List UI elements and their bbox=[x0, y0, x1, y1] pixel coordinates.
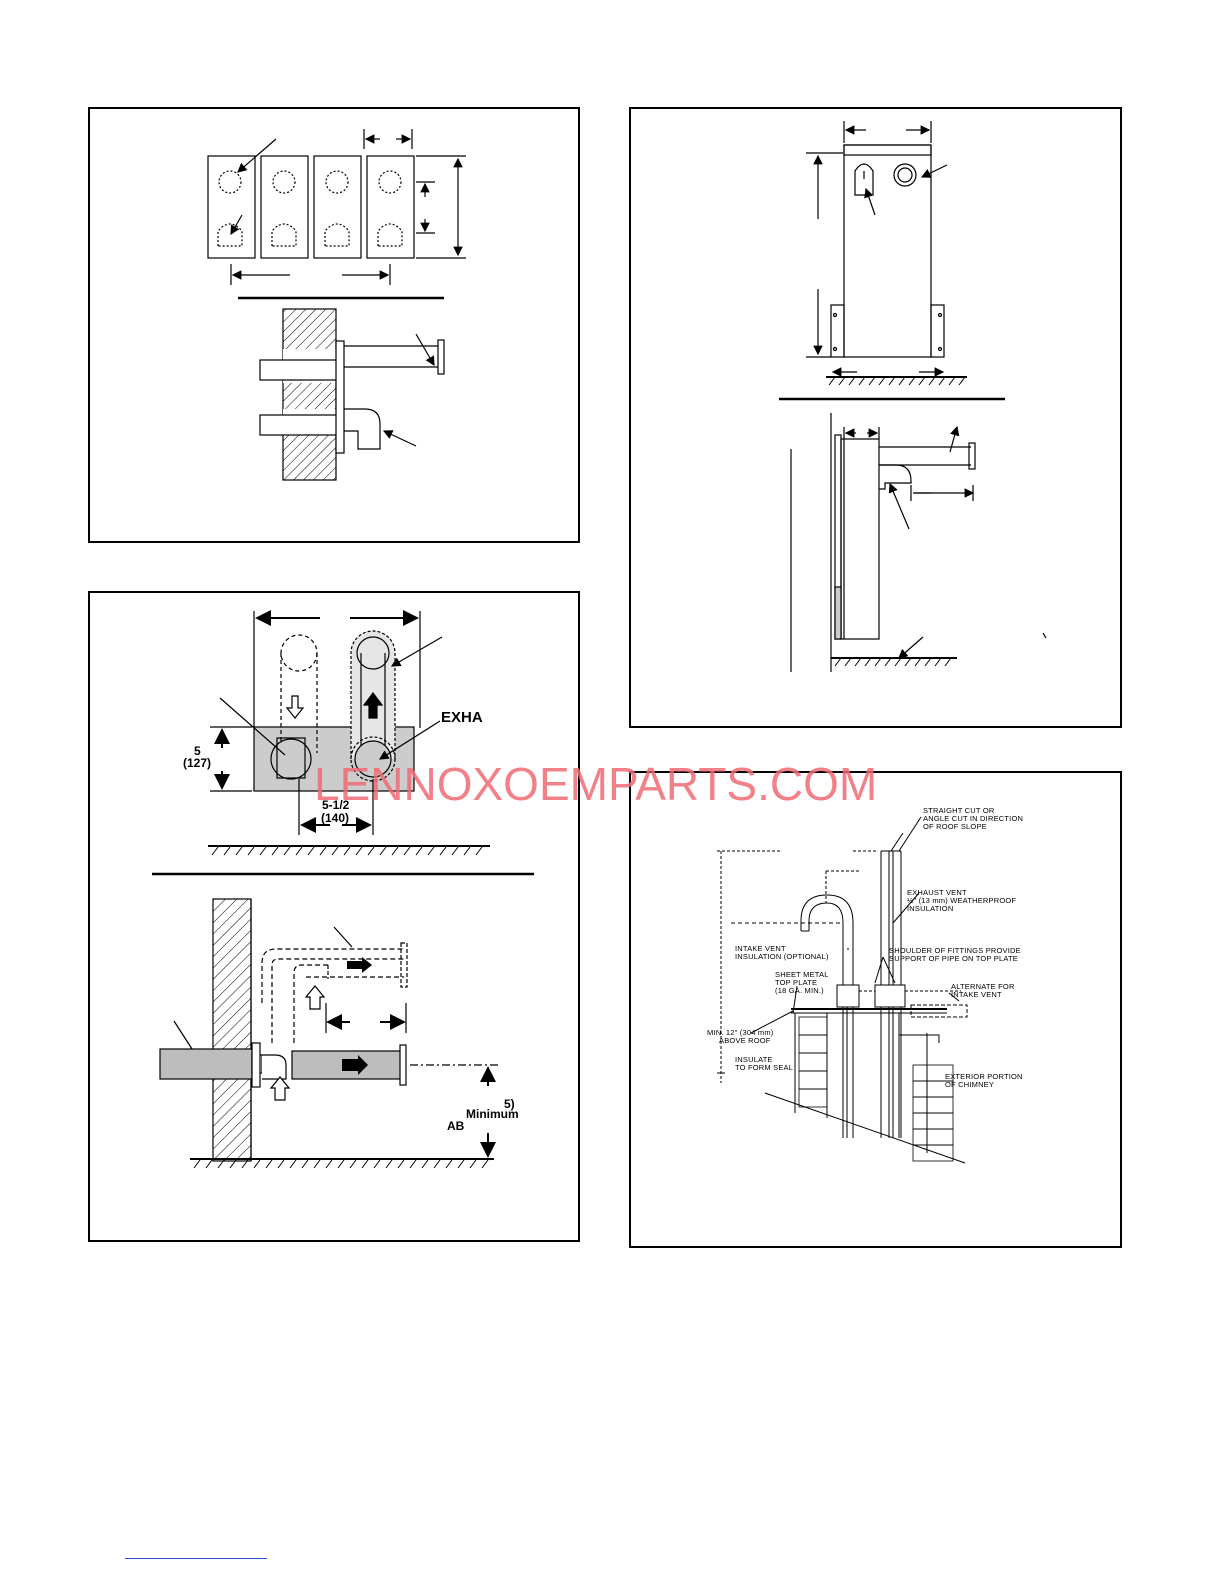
plate-4 bbox=[366, 155, 415, 259]
insulate-label-1: INSULATE bbox=[735, 1055, 773, 1064]
height-dim-mm-label: (127) bbox=[183, 756, 211, 770]
min-above-roof-label-2: ABOVE ROOF bbox=[719, 1036, 771, 1045]
plates-diagram bbox=[207, 129, 466, 481]
sheet-metal-label-1: SHEET METAL bbox=[775, 970, 829, 979]
figure-panel-chimney: STRAIGHT CUT OR ANGLE CUT IN DIRECTION O… bbox=[629, 771, 1122, 1248]
plate-3 bbox=[313, 155, 362, 259]
straight-cut-label-3: OF ROOF SLOPE bbox=[923, 822, 987, 831]
ground-dim-label-2: Minimum bbox=[466, 1107, 519, 1121]
exterior-label-2: OF CHIMNEY bbox=[945, 1080, 994, 1089]
ground-dim-label-1: 5) bbox=[504, 1097, 515, 1111]
alternate-label-1: ALTERNATE FOR bbox=[951, 982, 1015, 991]
terminations-diagram: EXHA 5 (127) 5-1/2 (140) 5) Minimum AB bbox=[152, 610, 534, 1169]
height-dim-label: 5 bbox=[194, 744, 201, 758]
intake-vent-label-1: INTAKE VENT bbox=[735, 944, 786, 953]
shoulder-label-1: SHOULDER OF FITTINGS PROVIDE bbox=[889, 946, 1021, 955]
sheet-metal-label-3: (18 GA. MIN.) bbox=[775, 986, 824, 995]
figure-panel-cabinet bbox=[629, 107, 1122, 728]
exhaust-vent-label-2: ½" (13 mm) WEATHERPROOF bbox=[907, 896, 1016, 905]
figure-panel-terminations: EXHA 5 (127) 5-1/2 (140) 5) Minimum AB bbox=[88, 591, 580, 1242]
sheet-metal-label-2: TOP PLATE bbox=[775, 978, 817, 987]
exterior-label-1: EXTERIOR PORTION bbox=[945, 1072, 1023, 1081]
chimney-diagram: STRAIGHT CUT OR ANGLE CUT IN DIRECTION O… bbox=[707, 806, 1023, 1164]
footer-link-underline bbox=[125, 1558, 267, 1559]
exhaust-label: EXHA bbox=[441, 709, 483, 726]
exhaust-vent-label-1: EXHAUST VENT bbox=[907, 888, 967, 897]
spacing-dim-mm-label: (140) bbox=[321, 811, 349, 825]
spacing-dim-label: 5-1/2 bbox=[322, 798, 350, 812]
plate-1 bbox=[207, 155, 256, 259]
shoulder-label-2: SUPPORT OF PIPE ON TOP PLATE bbox=[889, 954, 1018, 963]
exhaust-vent-label-3: INSULATION bbox=[907, 904, 953, 913]
insulate-label-2: TO FORM SEAL bbox=[735, 1063, 793, 1072]
figure-panel-plates bbox=[88, 107, 580, 543]
alternate-label-2: INTAKE VENT bbox=[951, 990, 1002, 999]
plate-2 bbox=[260, 155, 309, 259]
straight-cut-label-1: STRAIGHT CUT OR bbox=[923, 806, 995, 815]
ground-dim-label-3: AB bbox=[447, 1119, 465, 1133]
min-above-roof-label-1: MIN. 12" (304 mm) bbox=[707, 1028, 774, 1037]
intake-vent-label-2: INSULATION (OPTIONAL) bbox=[735, 952, 829, 961]
cabinet-diagram bbox=[779, 121, 1047, 672]
straight-cut-label-2: ANGLE CUT IN DIRECTION bbox=[923, 814, 1023, 823]
